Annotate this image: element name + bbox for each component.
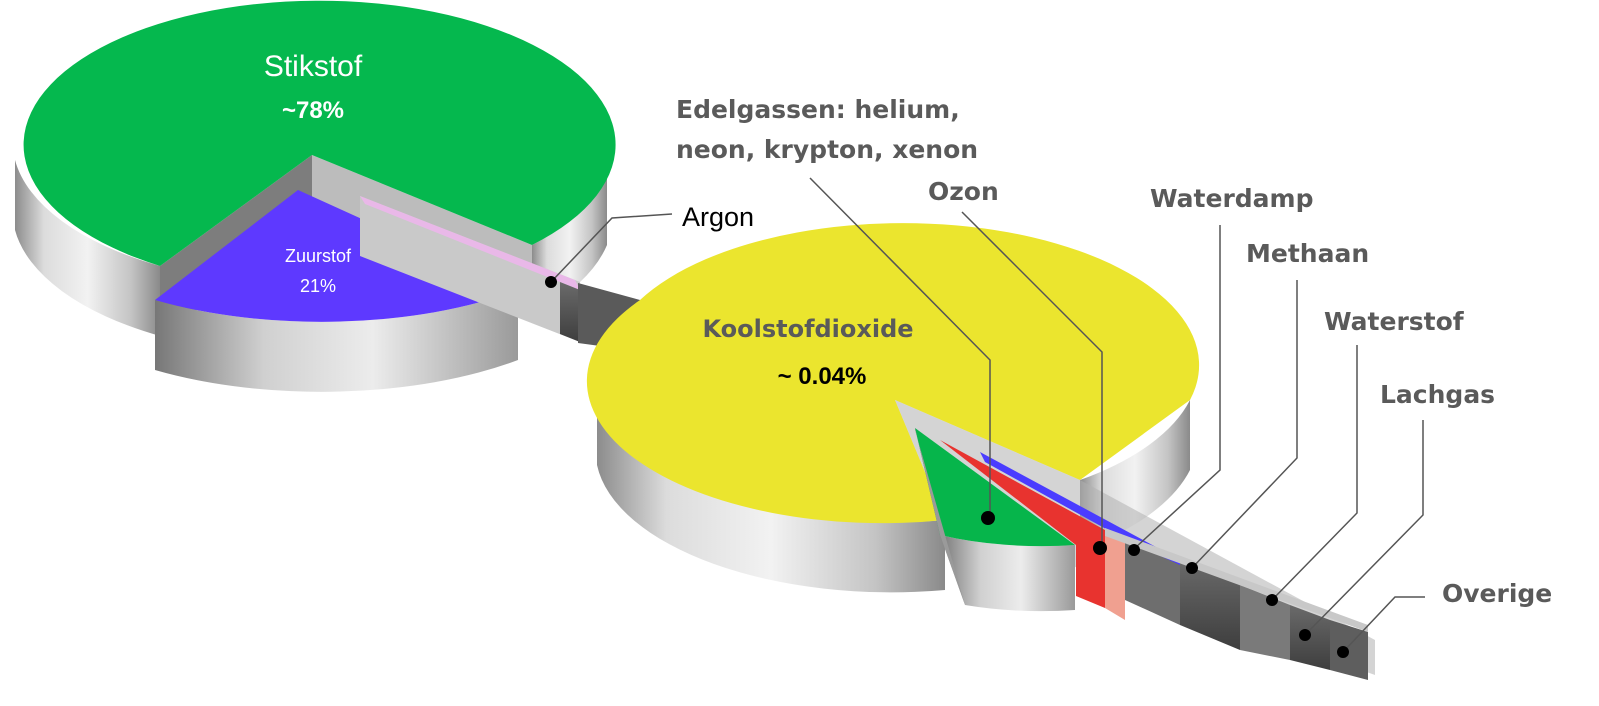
label-stikstof: Stikstof (264, 50, 363, 83)
leader-dots (545, 276, 1349, 658)
leader-ozon (961, 211, 1103, 548)
leader-lines (550, 177, 1425, 653)
dot-waterdamp (1128, 544, 1140, 556)
zuurstof-side (155, 290, 518, 392)
slice-stikstof (23, 0, 616, 266)
dot-edelgassen (981, 511, 995, 525)
leader-waterstof (1271, 345, 1358, 601)
co2-side (597, 395, 945, 593)
slice-koolstofdioxide (586, 223, 1200, 524)
leader-methaan (1191, 280, 1298, 569)
label-zuurstof-pct: 21% (300, 276, 336, 296)
label-waterstof: Waterstof (1324, 307, 1465, 336)
argon-side (360, 196, 580, 342)
slab-top-strip (1105, 528, 1368, 632)
slice-zuurstof (155, 190, 518, 322)
dot-overige (1337, 646, 1349, 658)
label-zuurstof: Zuurstof (285, 246, 352, 266)
leader-argon (550, 213, 673, 283)
dot-methaan (1186, 562, 1198, 574)
label-koolstofdioxide: Koolstofdioxide (702, 315, 913, 343)
label-ozon: Ozon (928, 177, 999, 206)
ozon-face (1105, 530, 1125, 620)
slice-waterstof (1240, 585, 1290, 660)
label-methaan: Methaan (1246, 239, 1369, 268)
slice-argon (360, 196, 580, 290)
main-pie-side (15, 160, 160, 336)
slice-edelgassen (915, 428, 1075, 547)
dot-waterstof (1266, 594, 1278, 606)
edelgassen-side (940, 535, 1075, 612)
label-overige: Overige (1442, 579, 1552, 608)
leader-edelgassen (809, 177, 991, 518)
secondary-pie (586, 223, 1375, 680)
argon-slab (560, 282, 580, 342)
label-waterdamp: Waterdamp (1150, 184, 1314, 213)
leader-waterdamp (1134, 225, 1221, 549)
slice-methaan (1180, 560, 1240, 650)
main-pie (15, 0, 616, 392)
dot-argon (545, 276, 557, 288)
leader-overige (1342, 596, 1425, 653)
label-stikstof-pct: ~78% (282, 97, 344, 124)
dot-lachgas (1299, 629, 1311, 641)
dot-ozon (1093, 541, 1107, 555)
label-koolstofdioxide-pct: ~ 0.04% (778, 363, 867, 390)
label-edelgassen-line2: neon, krypton, xenon (676, 135, 978, 164)
label-argon: Argon (682, 202, 754, 232)
label-lachgas: Lachgas (1380, 380, 1495, 409)
waterdamp-face (1125, 540, 1180, 625)
leader-lachgas (1304, 420, 1424, 636)
label-edelgassen-line1: Edelgassen: helium, (676, 95, 960, 124)
slice-ozon (940, 440, 1105, 608)
